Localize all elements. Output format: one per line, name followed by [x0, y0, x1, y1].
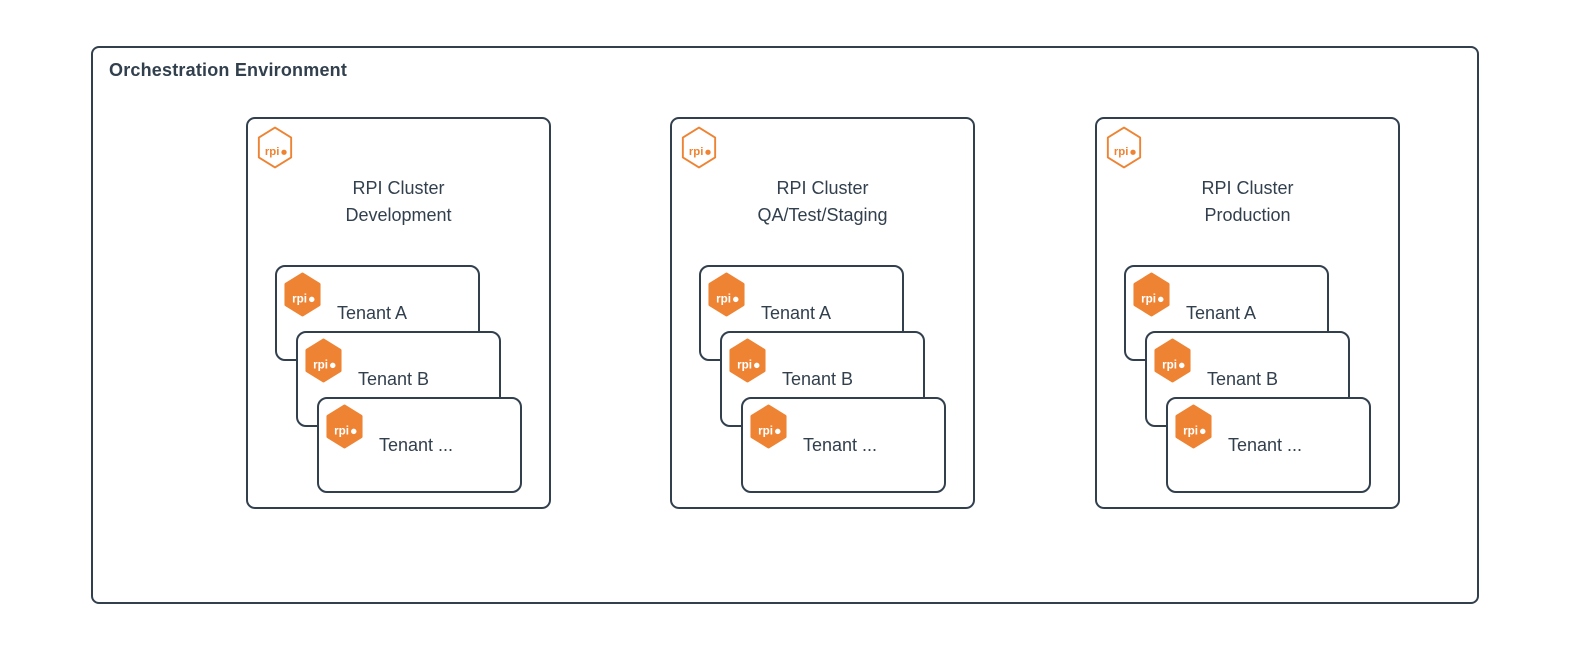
cluster-title: RPI Cluster Production	[1097, 175, 1398, 229]
tenant-label: Tenant ...	[803, 435, 878, 455]
rpi-hexagon-icon: rpi	[728, 337, 767, 384]
svg-text:rpi: rpi	[265, 146, 280, 158]
cluster-title-line1: RPI Cluster	[776, 178, 869, 198]
rpi-hexagon-icon: rpi	[304, 337, 343, 384]
tenant-card: rpi Tenant ...	[1166, 397, 1371, 493]
svg-text:rpi: rpi	[716, 292, 731, 305]
tenant-card: rpi Tenant ...	[317, 397, 522, 493]
svg-text:rpi: rpi	[1162, 358, 1177, 371]
tenant-label: Tenant B	[782, 369, 854, 389]
rpi-hexagon-icon: rpi	[1105, 125, 1143, 170]
tenant-card: rpi Tenant ...	[741, 397, 946, 493]
rpi-hexagon-icon: rpi	[325, 403, 364, 450]
cluster-title: RPI Cluster Development	[248, 175, 549, 229]
cluster-title-line1: RPI Cluster	[352, 178, 445, 198]
cluster-box-production: rpi RPI Cluster Production rpi Tenant A	[1095, 117, 1400, 509]
tenant-label: Tenant A	[337, 303, 408, 323]
cluster-title-line2: Development	[345, 205, 452, 225]
tenant-label: Tenant A	[761, 303, 832, 323]
svg-text:rpi: rpi	[292, 292, 307, 305]
cluster-title-line1: RPI Cluster	[1201, 178, 1294, 198]
cluster-title-line2: QA/Test/Staging	[757, 205, 888, 225]
rpi-hexagon-icon: rpi	[283, 271, 322, 318]
rpi-hexagon-icon: rpi	[1153, 337, 1192, 384]
svg-text:rpi: rpi	[1141, 292, 1156, 305]
rpi-hexagon-icon: rpi	[1132, 271, 1171, 318]
tenant-label: Tenant B	[1207, 369, 1279, 389]
svg-text:rpi: rpi	[1183, 424, 1198, 437]
tenant-label: Tenant ...	[1228, 435, 1303, 455]
svg-text:rpi: rpi	[334, 424, 349, 437]
rpi-hexagon-icon: rpi	[1174, 403, 1213, 450]
tenant-label: Tenant ...	[379, 435, 454, 455]
tenant-label: Tenant B	[358, 369, 430, 389]
rpi-hexagon-icon: rpi	[749, 403, 788, 450]
rpi-hexagon-icon: rpi	[707, 271, 746, 318]
cluster-box-qa-test-staging: rpi RPI Cluster QA/Test/Staging rpi Tena…	[670, 117, 975, 509]
cluster-box-development: rpi RPI Cluster Development rpi Tenant A	[246, 117, 551, 509]
orchestration-environment-container: Orchestration Environment rpi RPI Cluste…	[91, 46, 1479, 604]
orchestration-environment-title: Orchestration Environment	[109, 60, 348, 80]
cluster-title: RPI Cluster QA/Test/Staging	[672, 175, 973, 229]
svg-text:rpi: rpi	[1114, 146, 1129, 158]
svg-text:rpi: rpi	[737, 358, 752, 371]
svg-text:rpi: rpi	[758, 424, 773, 437]
svg-text:rpi: rpi	[313, 358, 328, 371]
rpi-hexagon-icon: rpi	[256, 125, 294, 170]
rpi-hexagon-icon: rpi	[680, 125, 718, 170]
cluster-title-line2: Production	[1204, 205, 1291, 225]
svg-text:rpi: rpi	[689, 146, 704, 158]
tenant-label: Tenant A	[1186, 303, 1257, 323]
